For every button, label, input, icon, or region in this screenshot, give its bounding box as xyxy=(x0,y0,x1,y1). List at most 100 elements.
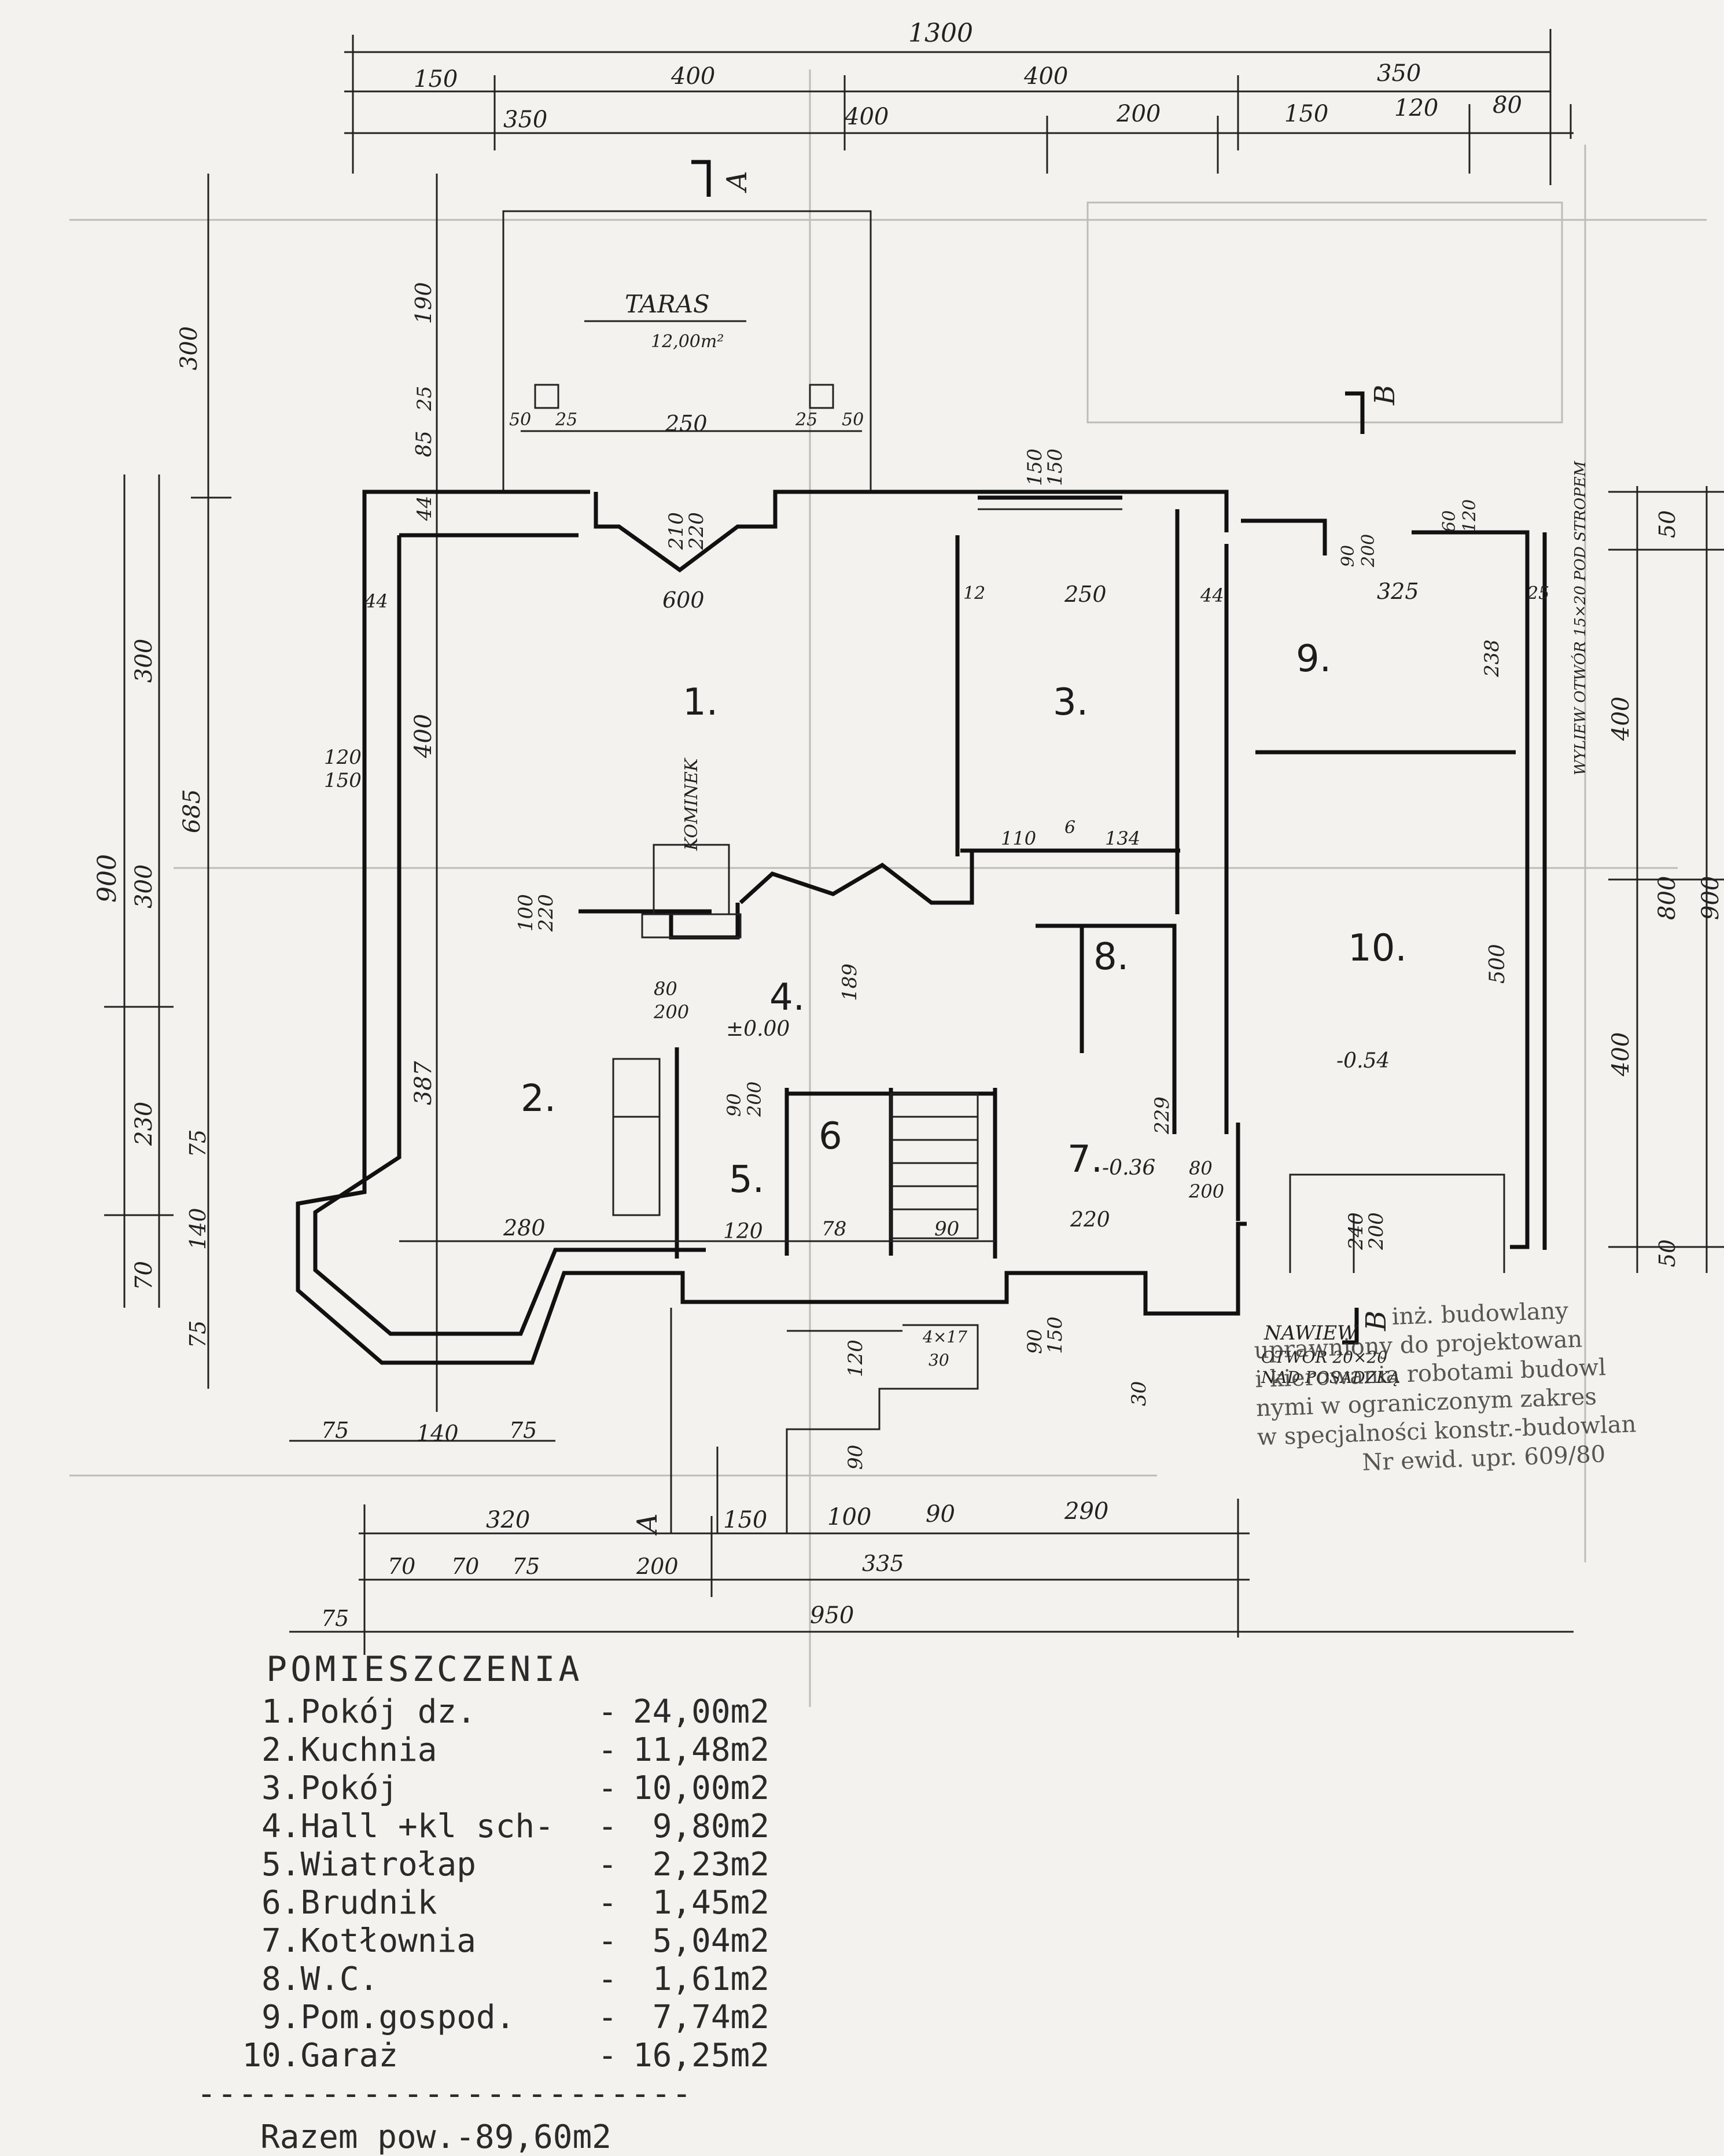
dim-left-r2-0: 300 xyxy=(131,639,157,683)
room-name: Pokój dz. xyxy=(300,1693,476,1731)
room-area: 1,61m2 xyxy=(652,1960,769,1998)
vent-title: NAWIEW xyxy=(1263,1322,1359,1345)
room-1-label: 1. xyxy=(683,681,718,724)
dim-bottom-r2-2: 75 xyxy=(512,1554,540,1579)
room-name: Pokój xyxy=(300,1769,399,1807)
dim-bottom-r2-1: 70 xyxy=(451,1554,479,1579)
dim-inner-24: 25 xyxy=(795,410,817,430)
dim-left-r3-1: 85 xyxy=(412,431,436,457)
terrace-label: TARAS xyxy=(625,290,710,318)
dim-inner-46: 120 xyxy=(844,1340,867,1377)
garage-car xyxy=(1289,1173,1505,1273)
dim-inner-48: 30 xyxy=(1128,1381,1151,1406)
room-number: 5. xyxy=(261,1846,301,1883)
dim-inner-31: 200 xyxy=(1358,534,1379,568)
dim-top-r1-1: 400 xyxy=(671,63,715,90)
room-area: 10,00m2 xyxy=(632,1769,769,1807)
dim-inner-18: 189 xyxy=(838,963,861,1001)
dim-inner-37: 200 xyxy=(653,1001,689,1023)
room-area: 1,45m2 xyxy=(652,1884,769,1922)
terrace: TARAS 12,00m² xyxy=(502,210,872,492)
dim-bottom-r2-0: 70 xyxy=(388,1554,415,1579)
room-row: 8.W.C.-1,61m2 xyxy=(133,1960,769,1999)
stairs xyxy=(670,1092,979,1533)
dim-inner-34: 100 xyxy=(514,894,537,932)
left-dimensions: 900 300 685 300 300 230 70 190 85 25 44 … xyxy=(93,174,438,1412)
dim-left-r1-0: 300 xyxy=(176,326,202,370)
room-number: 9. xyxy=(261,1999,301,2036)
dim-right-r1-2: 50 xyxy=(1655,1239,1680,1267)
room-area: 2,23m2 xyxy=(652,1846,769,1883)
dim-inner-44: 90 xyxy=(1023,1329,1047,1354)
dim-inner-5: 12 xyxy=(963,583,985,604)
kitchen-counter xyxy=(612,1058,661,1216)
bottom-dimensions: 320 150 100 90 290 70 70 75 200 335 75 9… xyxy=(289,1498,1574,1655)
dim-left-r3-6: 140 xyxy=(185,1208,211,1250)
interior-walls xyxy=(399,509,1516,1259)
dim-top-r2-3: 150 xyxy=(1284,101,1328,127)
section-b-bottom: B xyxy=(1360,1311,1393,1331)
room-row: 10.Garaż-16,25m2 xyxy=(133,2037,769,2075)
dim-left-r2-3: 70 xyxy=(131,1261,157,1290)
room-area: 11,48m2 xyxy=(632,1731,769,1769)
room-7-label: 7. xyxy=(1067,1138,1103,1181)
room-number: 3. xyxy=(261,1769,301,1807)
dim-right-r1-0: 50 xyxy=(1655,510,1680,538)
dim-bottom-r1-4: 290 xyxy=(1064,1498,1108,1525)
dash: - xyxy=(598,1999,618,2036)
dim-inner-42: 80 xyxy=(1189,1157,1213,1179)
room-name: W.C. xyxy=(300,1960,379,1998)
dim-inner-19: 250 xyxy=(665,411,708,436)
dim-inner-3: 44 xyxy=(364,590,388,612)
room-schedule: POMIESZCZENIA 1.Pokój dz.-24,00m2 2.Kuch… xyxy=(133,1649,769,2156)
room-row: 5.Wiatrołap-2,23m2 xyxy=(133,1846,769,1884)
vent-line1: OTWÓR 20×20 xyxy=(1261,1347,1387,1367)
dim-inner-43: 200 xyxy=(1188,1180,1224,1202)
dim-inner-47: 90 xyxy=(844,1445,867,1470)
room-4-label: 4. xyxy=(769,976,805,1019)
terrace-area: 12,00m² xyxy=(651,332,724,352)
dim-right-r1-1: 800 xyxy=(1654,876,1681,920)
dim-inner-35: 220 xyxy=(535,894,558,932)
dim-inner-4: 44 xyxy=(1200,584,1224,606)
room-3-label: 3. xyxy=(1053,681,1088,724)
room-name: Hall +kl sch- xyxy=(300,1808,554,1845)
room-row: 6.Brudnik -1,45m2 xyxy=(133,1884,769,1922)
dim-inner-21: 220 xyxy=(685,512,708,550)
dim-left-r1-1: 685 xyxy=(179,789,205,833)
dim-left-r3-2: 25 xyxy=(413,386,436,411)
dim-inner-41: 200 xyxy=(1365,1212,1388,1250)
level-garage: -0.54 xyxy=(1336,1049,1390,1073)
dim-inner-30: 90 xyxy=(1338,545,1358,567)
dim-inner-11: 120 xyxy=(723,1220,763,1243)
dim-bottom-r2-4: 335 xyxy=(862,1551,904,1576)
room-name: Pom.gospod. xyxy=(300,1999,515,2036)
dim-inner-49: 4×17 xyxy=(922,1327,967,1346)
room-number: 6. xyxy=(261,1884,301,1922)
room-row: 4.Hall +kl sch--9,80m2 xyxy=(133,1808,769,1846)
dim-left-r3-0: 190 xyxy=(411,282,436,324)
dim-bay-2: 75 xyxy=(509,1418,537,1443)
dim-bottom-r1-1: 150 xyxy=(723,1507,767,1533)
room-8-label: 8. xyxy=(1093,936,1129,978)
dim-left-r3-4: 400 xyxy=(410,714,437,759)
dim-inner-20: 210 xyxy=(665,512,688,550)
room-name: Brudnik xyxy=(300,1884,437,1922)
room-schedule-title: POMIESZCZENIA xyxy=(266,1649,583,1690)
vent-line2: NAD POSADZKĄ xyxy=(1261,1368,1400,1387)
dim-inner-29: 120 xyxy=(1460,499,1480,532)
dim-bottom-r1-3: 90 xyxy=(926,1501,955,1528)
dim-right-r2-1: 400 xyxy=(1608,1032,1634,1077)
dim-right-r2-0: 400 xyxy=(1608,697,1634,741)
dash: - xyxy=(598,1769,618,1807)
dim-top-r1-2: 400 xyxy=(1023,63,1068,90)
dim-inner-27: 150 xyxy=(1044,448,1067,486)
legend-separator: ------------------------ xyxy=(197,2075,693,2113)
dim-inner-36: 80 xyxy=(654,978,677,1000)
dim-top-r2-4: 120 xyxy=(1394,95,1438,122)
dash: - xyxy=(598,2037,618,2074)
level-boiler-room: -0.36 xyxy=(1102,1156,1155,1180)
dash: - xyxy=(598,1884,618,1922)
room-name: Kuchnia xyxy=(300,1731,437,1769)
